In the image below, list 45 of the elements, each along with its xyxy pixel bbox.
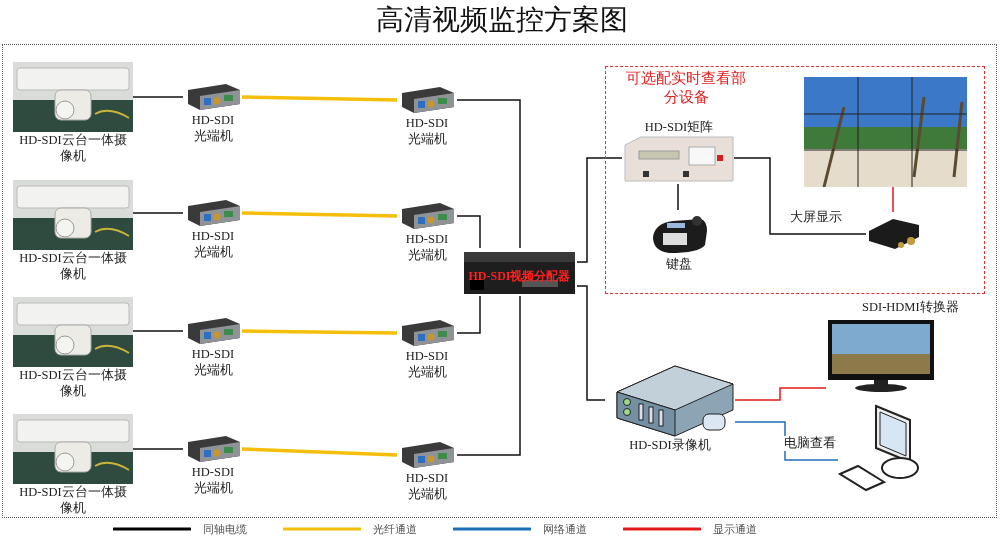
device-label: HD-SDI云台一体摄像机 xyxy=(18,367,128,399)
fiber-line xyxy=(241,447,398,457)
cable-line xyxy=(892,185,894,213)
cable-line xyxy=(456,215,481,249)
cable-line xyxy=(734,421,839,461)
device-label: HD-SDI视频分配器 xyxy=(467,269,572,284)
device-label: HD-SDI云台一体摄像机 xyxy=(18,484,128,516)
edge-label: 电脑查看 xyxy=(781,436,838,451)
fiber-line xyxy=(241,329,398,335)
legend-text: 同轴电缆 xyxy=(203,522,247,536)
device-label: HD-SDI 光端机 xyxy=(404,115,450,147)
cable-line xyxy=(576,157,623,263)
legend-text: 网络通道 xyxy=(543,522,587,536)
device-label: HD-SDI矩阵 xyxy=(643,119,715,135)
device-label: HD-SDI 光端机 xyxy=(404,348,450,380)
device-label: HD-SDI 光端机 xyxy=(404,470,450,502)
cable-line xyxy=(456,295,521,456)
device-label: HD-SDI 光端机 xyxy=(190,464,236,496)
device-label: HD-SDI云台一体摄像机 xyxy=(18,132,128,164)
cable-line xyxy=(576,285,606,401)
cable-line xyxy=(456,295,481,334)
device-label: HD-SDI录像机 xyxy=(628,437,712,453)
optional-group-frame xyxy=(605,66,985,294)
group-title: 可选配实时查看部分设备 xyxy=(625,69,747,107)
cable-line xyxy=(456,99,521,249)
device-label: SDI-HDMI转换器 xyxy=(862,300,959,315)
device-label: 键盘 xyxy=(665,256,693,272)
device-label: HD-SDI 光端机 xyxy=(190,112,236,144)
device-label: HD-SDI 光端机 xyxy=(190,346,236,378)
cable-line xyxy=(677,183,679,211)
cable-line xyxy=(132,96,184,98)
cable-line xyxy=(733,157,867,235)
device-label: HD-SDI云台一体摄像机 xyxy=(18,250,128,282)
device-label: HD-SDI 光端机 xyxy=(404,231,450,263)
cable-line xyxy=(132,330,184,332)
legend-text: 显示通道 xyxy=(713,522,757,536)
fiber-line xyxy=(241,211,398,218)
legend-text: 光纤通道 xyxy=(373,522,417,536)
device-label: HD-SDI 光端机 xyxy=(190,228,236,260)
cable-line xyxy=(734,387,827,401)
fiber-line xyxy=(241,95,398,102)
edge-label: 大屏显示 xyxy=(788,210,844,225)
cable-line xyxy=(132,448,184,450)
diagram-title: 高清视频监控方案图 xyxy=(374,3,629,37)
cable-line xyxy=(132,212,184,214)
